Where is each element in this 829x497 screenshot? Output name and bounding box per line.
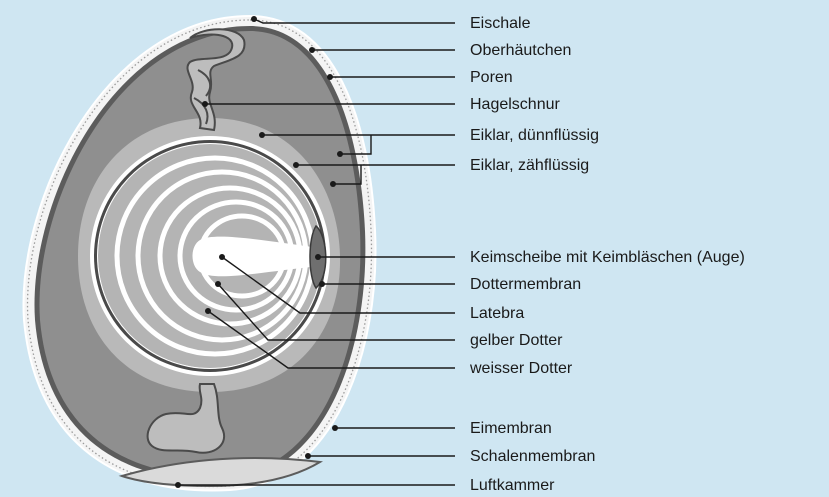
label-schalenmembran: Schalenmembran	[470, 448, 595, 465]
label-eiklar-zaehfluessig: Eiklar, zähflüssig	[470, 157, 589, 174]
label-dottermembran: Dottermembran	[470, 276, 581, 293]
label-luftkammer: Luftkammer	[470, 477, 555, 494]
label-keimscheibe: Keimscheibe mit Keimbläschen (Auge)	[470, 249, 745, 266]
label-oberhaeutchen: Oberhäutchen	[470, 42, 571, 59]
label-latebra: Latebra	[470, 305, 524, 322]
label-poren: Poren	[470, 69, 513, 86]
label-weisser-dotter: weisser Dotter	[469, 360, 573, 377]
label-eiklar-duennfluessig: Eiklar, dünnflüssig	[470, 127, 599, 144]
labels: Eischale Oberhäutchen Poren Hagelschnur …	[469, 15, 745, 494]
yolk-layers	[98, 144, 322, 368]
label-eimembran: Eimembran	[470, 420, 552, 437]
label-eischale: Eischale	[470, 15, 531, 32]
label-gelber-dotter: gelber Dotter	[470, 332, 563, 349]
label-hagelschnur: Hagelschnur	[470, 96, 561, 113]
